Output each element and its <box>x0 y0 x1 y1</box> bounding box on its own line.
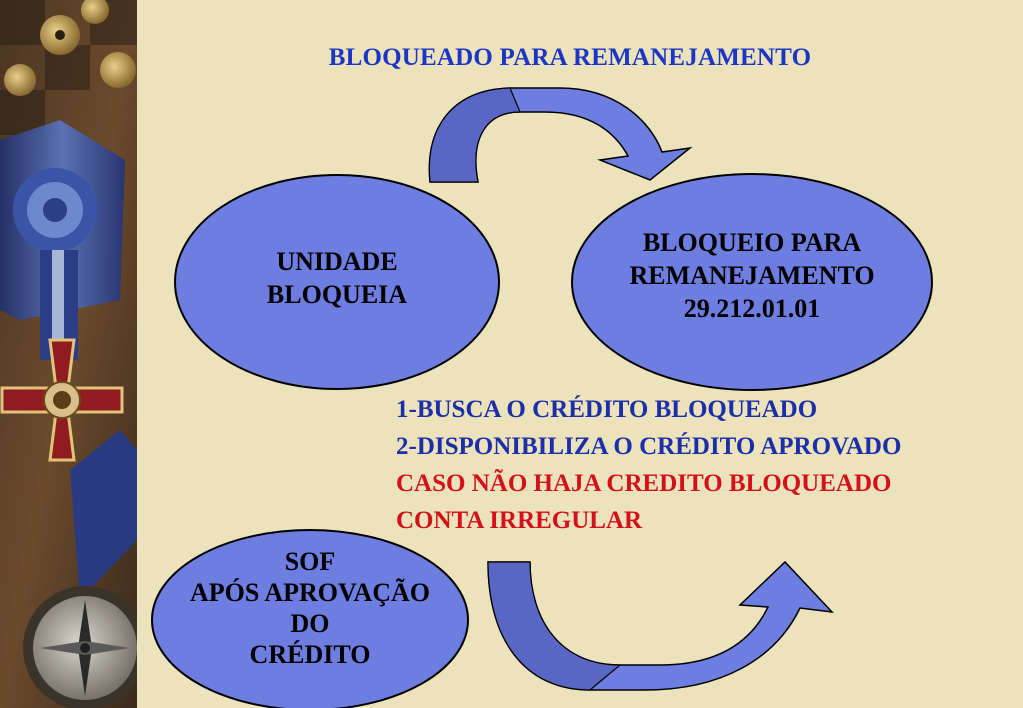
unidade-line-1: UNIDADE <box>276 247 398 276</box>
note-caso-nao-haja: CASO NÃO HAJA CREDITO BLOQUEADO <box>396 470 892 497</box>
sof-line-1: SOF <box>284 547 336 576</box>
slide-title: BLOQUEADO PARA REMANEJAMENTO <box>328 44 812 71</box>
curved-arrow-bottom <box>487 560 834 691</box>
sof-ellipse <box>151 529 469 708</box>
sof-line-4: CRÉDITO <box>249 640 371 669</box>
decorative-sidebar-image <box>0 0 137 708</box>
unidade-line-2: BLOQUEIA <box>266 280 408 309</box>
note-conta-irregular: CONTA IRREGULAR <box>396 507 643 534</box>
unidade-ellipse <box>174 174 500 390</box>
medals-illustration <box>0 0 137 708</box>
bloqueio-ellipse <box>571 173 933 391</box>
bloqueio-line-2: REMANEJAMENTO <box>629 261 875 290</box>
bloqueio-line-3: 29.212.01.01 <box>683 294 821 323</box>
curved-arrow-top <box>428 87 693 183</box>
notes-block: 1-BUSCA O CRÉDITO BLOQUEADO 2-DISPONIBIL… <box>396 391 901 539</box>
sof-line-2: APÓS APROVAÇÃO <box>189 578 431 607</box>
bloqueio-line-1: BLOQUEIO PARA <box>642 228 862 257</box>
unidade-label: UNIDADE BLOQUEIA <box>237 245 437 311</box>
bloqueio-label: BLOQUEIO PARA REMANEJAMENTO 29.212.01.01 <box>592 226 912 325</box>
note-busca-credito: 1-BUSCA O CRÉDITO BLOQUEADO <box>396 396 818 423</box>
sof-line-3: DO <box>290 609 330 638</box>
note-disponibiliza-credito: 2-DISPONIBILIZA O CRÉDITO APROVADO <box>396 433 902 460</box>
sof-label: SOF APÓS APROVAÇÃO DO CRÉDITO <box>152 546 468 670</box>
